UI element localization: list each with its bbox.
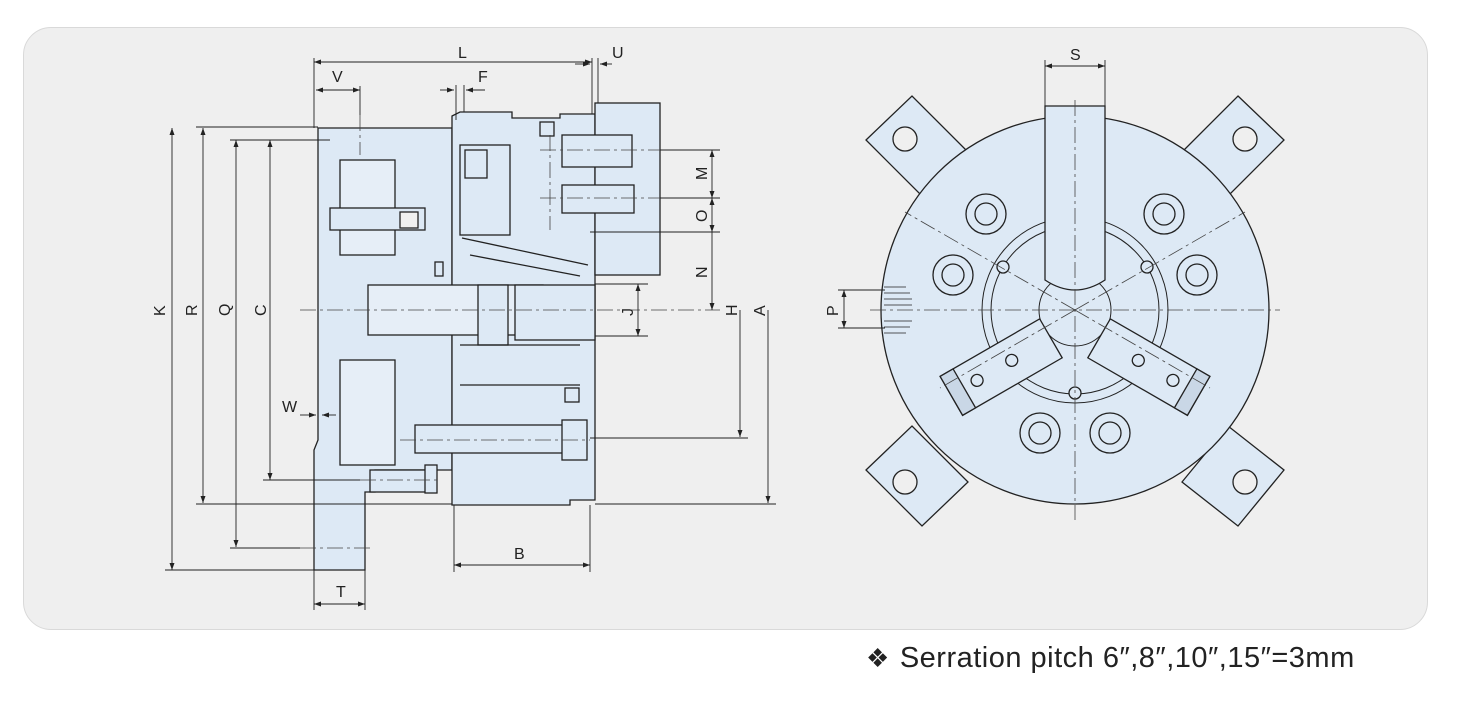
side-dimensions bbox=[165, 58, 776, 610]
label-C: C bbox=[253, 304, 270, 316]
label-V: V bbox=[332, 69, 343, 86]
front-centerlines bbox=[870, 100, 1280, 520]
label-R: R bbox=[184, 304, 201, 316]
label-F: F bbox=[478, 69, 488, 86]
label-W: W bbox=[282, 399, 298, 416]
label-B: B bbox=[514, 546, 525, 563]
label-Q: Q bbox=[217, 304, 234, 316]
bolt bbox=[1089, 412, 1131, 454]
bolt bbox=[965, 193, 1007, 235]
front-dimensions bbox=[838, 60, 1106, 329]
bolt bbox=[1176, 254, 1218, 296]
side-centerlines bbox=[300, 115, 720, 549]
label-S: S bbox=[1070, 47, 1081, 64]
label-U: U bbox=[612, 45, 624, 62]
bolt bbox=[1143, 193, 1185, 235]
label-K: K bbox=[152, 305, 169, 316]
lug-bottom-left bbox=[865, 425, 969, 527]
label-T: T bbox=[336, 584, 346, 601]
jaw-top bbox=[1044, 105, 1106, 291]
dimension-labels: L U V F S B T W M O N J H A K R Q C P bbox=[152, 45, 1081, 601]
bolt bbox=[932, 254, 974, 296]
serration-pitch-caption: ❖ Serration pitch 6″,8″,10″,15″=3mm bbox=[866, 642, 1355, 675]
side-view bbox=[313, 102, 661, 571]
label-O: O bbox=[694, 210, 711, 222]
label-J: J bbox=[620, 308, 637, 316]
label-N: N bbox=[694, 266, 711, 278]
label-P: P bbox=[825, 305, 842, 316]
label-L: L bbox=[458, 45, 467, 62]
label-M: M bbox=[694, 167, 711, 180]
diamond-cluster-icon: ❖ bbox=[866, 643, 890, 673]
label-A: A bbox=[752, 305, 769, 316]
caption-text: Serration pitch 6″,8″,10″,15″=3mm bbox=[899, 642, 1355, 674]
bolt bbox=[1019, 412, 1061, 454]
label-H: H bbox=[724, 304, 741, 316]
